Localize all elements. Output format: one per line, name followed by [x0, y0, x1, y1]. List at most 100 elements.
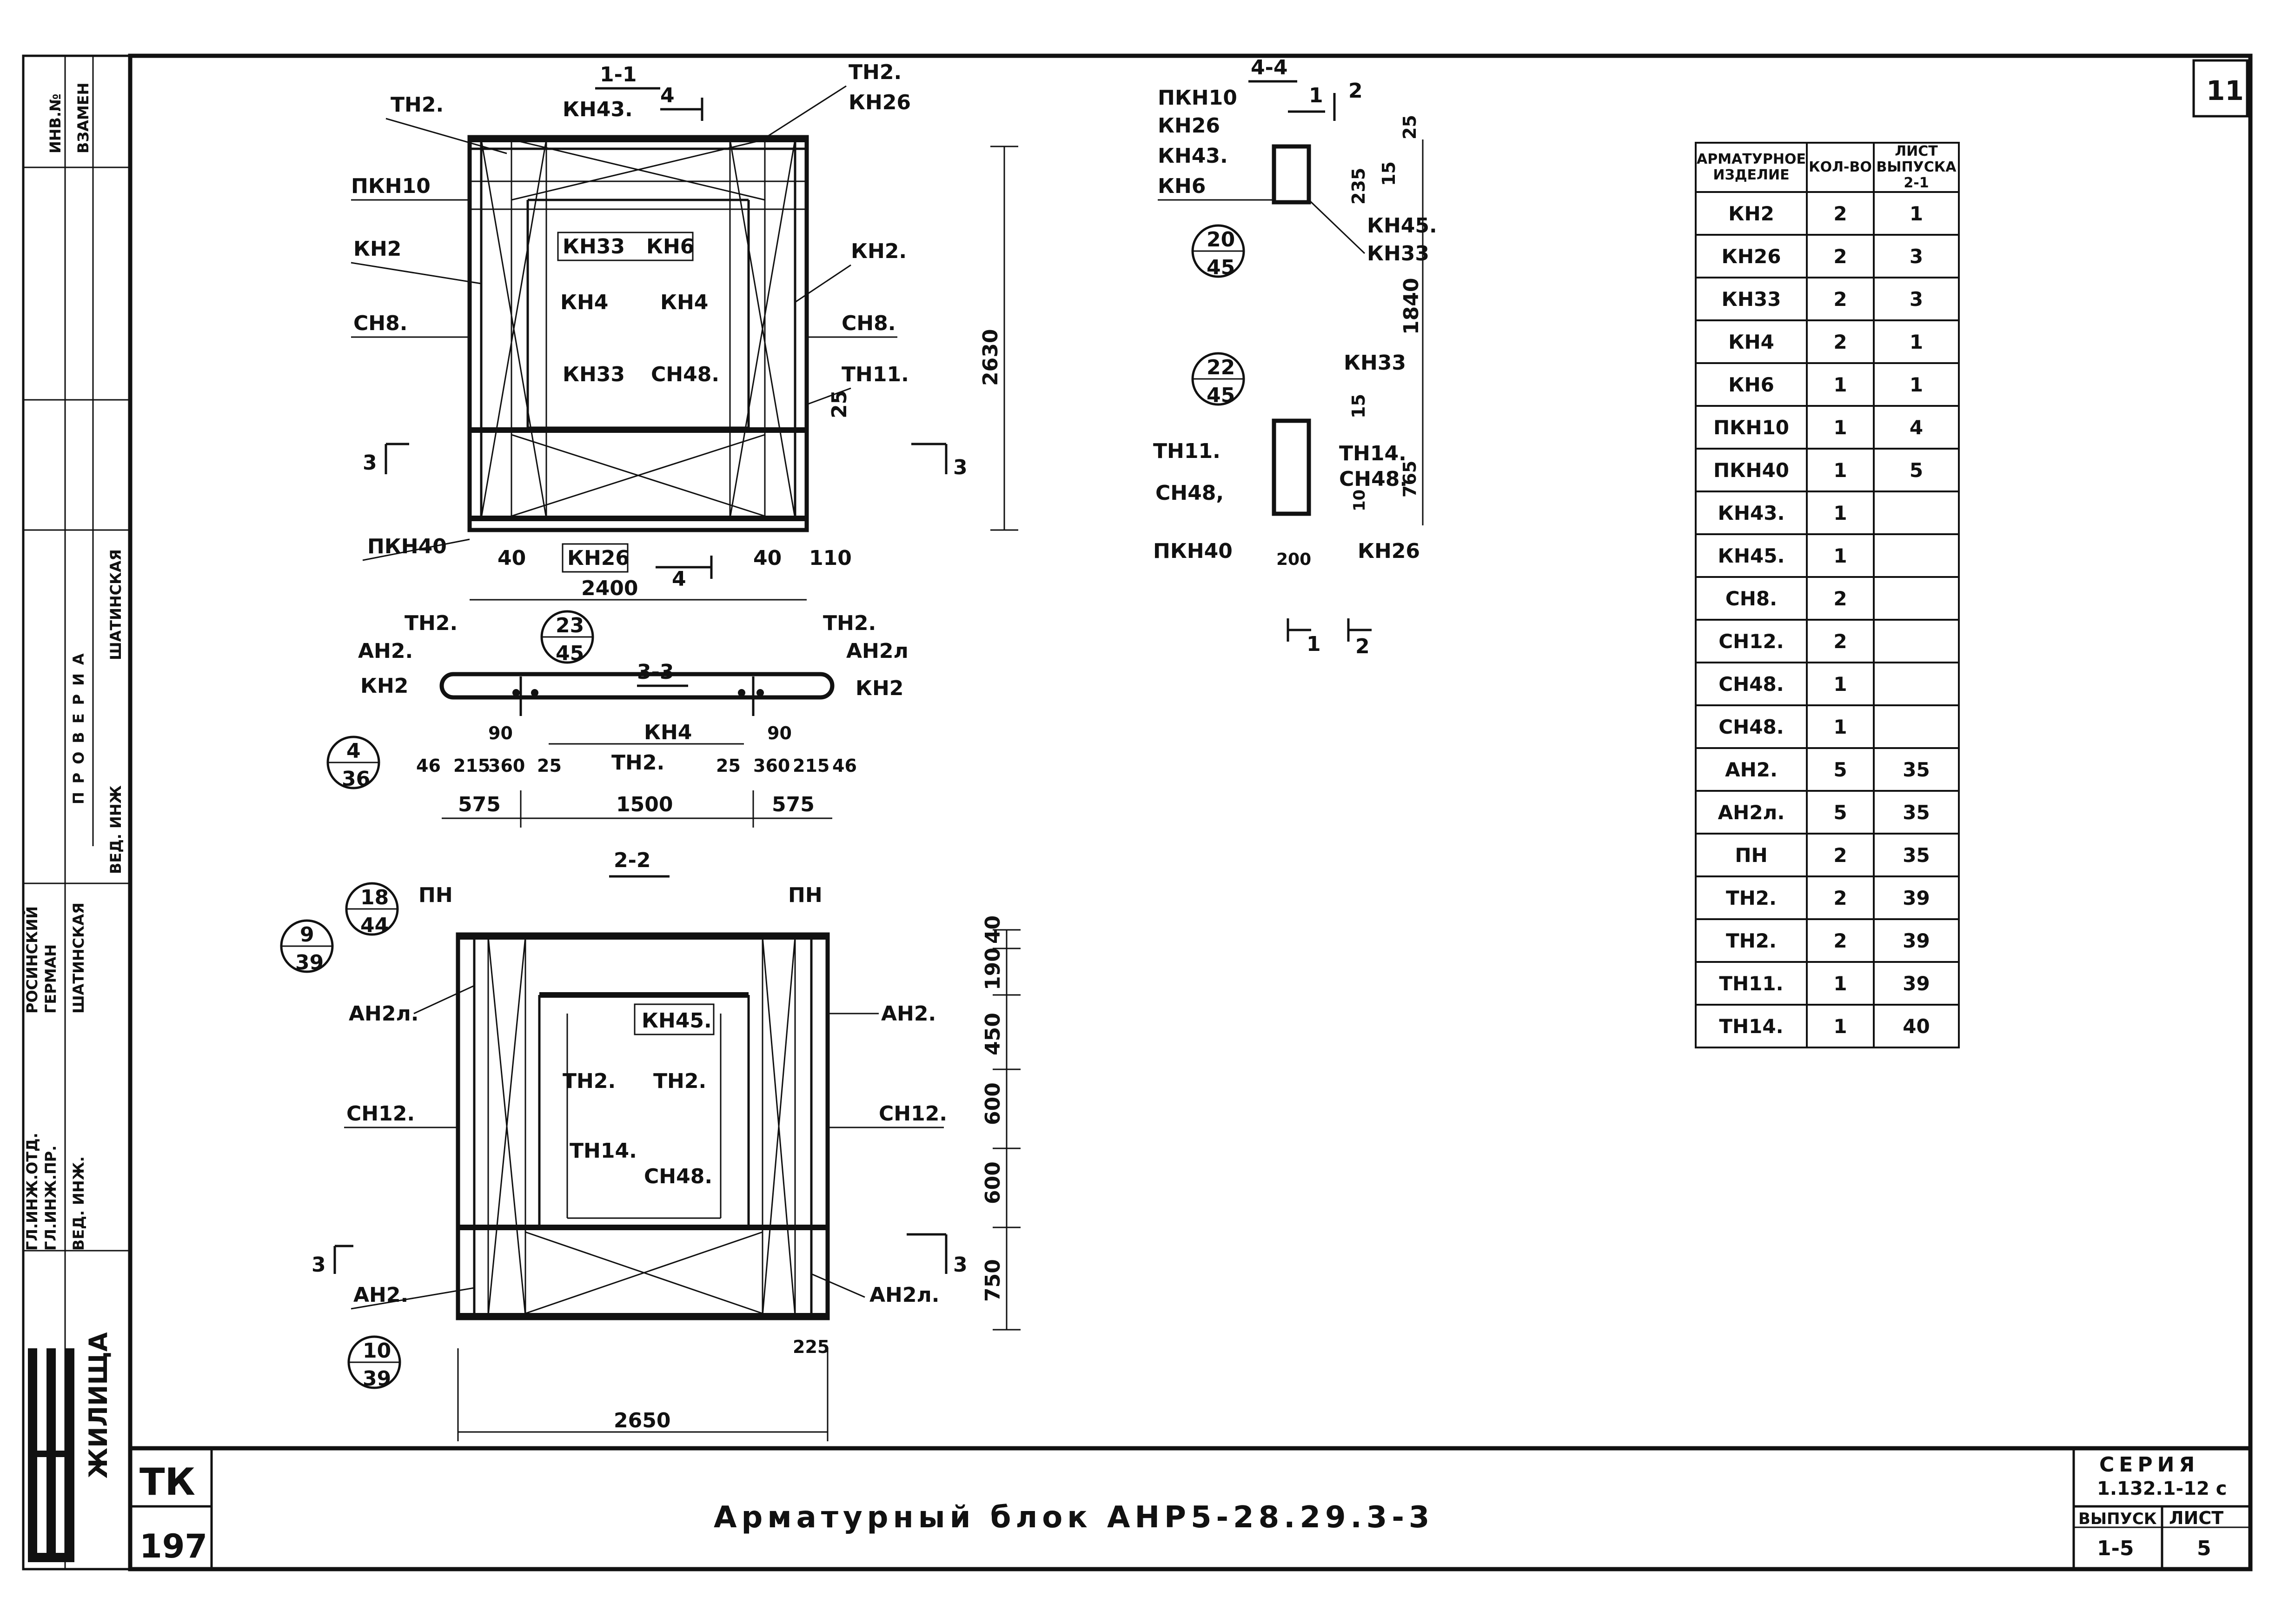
- side-stamp: ИНВ.№ ВЗАМЕН ПРОВЕРИА ВЕД. ИНЖ ШАТИНСКАЯ…: [22, 54, 132, 1571]
- spec-sheet-cell: 3: [1872, 234, 1960, 278]
- spec-sheet-cell: [1872, 576, 1960, 621]
- cut-4-4-2b: 2: [1355, 635, 1370, 658]
- dim-3-3-46a: 46: [416, 756, 441, 776]
- spec-table: АРМАТУРНОЕ ИЗДЕЛИЕ КОЛ-ВО ЛИСТ ВЫПУСКА 2…: [1695, 142, 1960, 1048]
- stamp-ved-inzh-2: ВЕД. ИНЖ.: [70, 1156, 87, 1251]
- label-tn2-left: ТН2.: [391, 93, 444, 117]
- spec-sheet-cell: 4: [1872, 405, 1960, 450]
- dim-2-2-40: 40: [981, 915, 1005, 944]
- label-pkn10: ПКН10: [351, 174, 431, 198]
- dim-3-3-575b: 575: [772, 793, 815, 816]
- series-label: СЕРИЯ: [2099, 1453, 2199, 1477]
- callout-4: 4: [346, 739, 361, 763]
- spec-qty-cell: 2: [1805, 234, 1875, 278]
- stamp-gl-inzh-otd: ГЛ.ИНЖ.ОТД.: [23, 1133, 41, 1251]
- spec-qty-cell: 2: [1805, 875, 1875, 920]
- sheet-value: 5: [2197, 1537, 2211, 1560]
- label-2-2-tn14: ТН14.: [570, 1139, 637, 1163]
- dim-1-1-height: 2630: [979, 329, 1002, 386]
- callout-45: 45: [556, 642, 584, 665]
- table-row: СН48.1: [1695, 662, 1960, 706]
- stamp-german: ГЕРМАН: [42, 944, 60, 1014]
- stamp-shatinskaya: ШАТИНСКАЯ: [107, 549, 125, 660]
- label-2-2-an2l-right: АН2л.: [869, 1283, 939, 1307]
- label-4-4-kn45: КН45.: [1367, 214, 1437, 238]
- label-3-3-kn4: КН4: [644, 721, 692, 744]
- label-4-4-sn48b: СН48,: [1155, 481, 1224, 505]
- dim-3-3-215a: 215: [453, 756, 490, 776]
- label-3-3-an2: АН2.: [358, 639, 413, 663]
- spec-header-sheet: ЛИСТ ВЫПУСКА 2-1: [1872, 142, 1960, 193]
- callout-39b: 39: [363, 1367, 391, 1391]
- label-kn2-left: КН2: [353, 237, 401, 261]
- dim-3-3-90b: 90: [767, 723, 792, 743]
- dim-2-2-600b: 600: [981, 1161, 1005, 1204]
- spec-item-cell: СН48.: [1695, 704, 1808, 749]
- spec-item-cell: КН26: [1695, 234, 1808, 278]
- spec-item-cell: АН2.: [1695, 747, 1808, 792]
- table-row: КН45.1: [1695, 533, 1960, 578]
- spec-sheet-cell: [1872, 662, 1960, 706]
- callout-44: 44: [360, 914, 389, 937]
- spec-qty-cell: 1: [1805, 405, 1875, 450]
- tk-number: 197: [139, 1527, 207, 1565]
- spec-item-cell: ПКН10: [1695, 405, 1808, 450]
- spec-qty-cell: 1: [1805, 1004, 1875, 1048]
- dim-1-1-25: 25: [828, 390, 851, 418]
- callout-20: 20: [1207, 228, 1235, 252]
- dim-3-3-575a: 575: [458, 793, 501, 816]
- spec-qty-cell: 2: [1805, 319, 1875, 364]
- spec-item-cell: ПКН40: [1695, 448, 1808, 492]
- dim-4-4-15b: 15: [1348, 394, 1369, 418]
- spec-qty-cell: 5: [1805, 790, 1875, 835]
- label-2-2-sn12-left: СН12.: [346, 1102, 415, 1126]
- dim-4-4-235: 235: [1348, 168, 1369, 205]
- spec-item-cell: КН45.: [1695, 533, 1808, 578]
- stamp-vzamen: ВЗАМЕН: [74, 83, 92, 153]
- label-sn48: СН48.: [651, 363, 719, 386]
- cut-3-right: 3: [953, 456, 968, 479]
- label-2-2-kn45: КН45.: [642, 1009, 712, 1033]
- spec-sheet-cell: 39: [1872, 961, 1960, 1006]
- callout-4-4-45a: 45: [1207, 256, 1235, 279]
- label-4-4-kn26b: КН26: [1358, 539, 1420, 563]
- table-row: СН8.2: [1695, 576, 1960, 621]
- spec-qty-cell: 2: [1805, 918, 1875, 963]
- label-4-4-kn6: КН6: [1158, 174, 1206, 198]
- spec-header-qty: КОЛ-ВО: [1805, 142, 1875, 193]
- label-sn8-left: СН8.: [353, 312, 407, 335]
- callout-23: 23: [556, 614, 584, 637]
- dim-2-2-width: 2650: [614, 1409, 670, 1432]
- dim-4-4-25: 25: [1400, 115, 1420, 139]
- dim-4-4-200: 200: [1276, 550, 1311, 569]
- label-4-4-sn48: СН48.: [1339, 467, 1407, 491]
- stamp-inv: ИНВ.№: [46, 93, 64, 153]
- spec-item-cell: КН43.: [1695, 491, 1808, 535]
- spec-qty-cell: 1: [1805, 662, 1875, 706]
- label-2-2-an2-right: АН2.: [881, 1002, 936, 1026]
- cut-3-left: 3: [363, 451, 377, 475]
- spec-qty-cell: 1: [1805, 961, 1875, 1006]
- sheet-number: 11: [2206, 75, 2244, 106]
- callout-36: 36: [342, 767, 370, 791]
- spec-sheet-cell: 1: [1872, 319, 1960, 364]
- dim-1-1-40a: 40: [498, 546, 526, 570]
- issue-label: ВЫПУСК: [2078, 1510, 2157, 1528]
- spec-sheet-cell: 39: [1872, 918, 1960, 963]
- spec-qty-cell: 1: [1805, 491, 1875, 535]
- cut-4-4-1b: 1: [1307, 632, 1321, 656]
- table-row: СН48.1: [1695, 704, 1960, 749]
- spec-item-cell: СН12.: [1695, 619, 1808, 663]
- label-3-3-kn2-left: КН2: [360, 674, 408, 698]
- sheet-number-box: [2192, 59, 2249, 118]
- stamp-org: ЖИЛИЩА: [84, 1332, 113, 1478]
- dim-2-2-225: 225: [793, 1337, 829, 1357]
- stamp-rosinsky: РОСИНСКИЙ: [23, 906, 41, 1014]
- cut-4-4-2: 2: [1348, 79, 1363, 103]
